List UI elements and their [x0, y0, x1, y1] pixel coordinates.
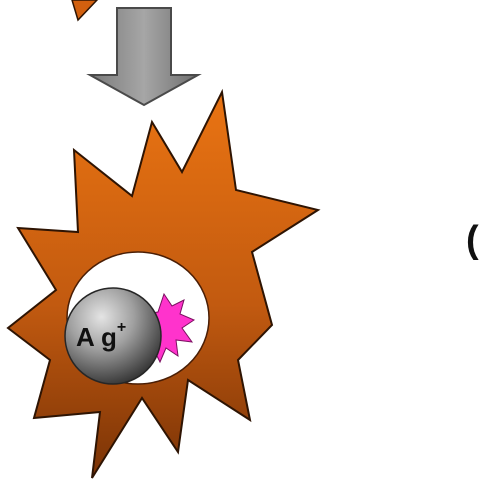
partial-orange-shape: [72, 0, 97, 20]
ion-charge: +: [117, 319, 126, 336]
ion-symbol: A g: [76, 322, 117, 352]
side-glyph: (: [466, 219, 479, 261]
down-arrow: [90, 8, 198, 105]
